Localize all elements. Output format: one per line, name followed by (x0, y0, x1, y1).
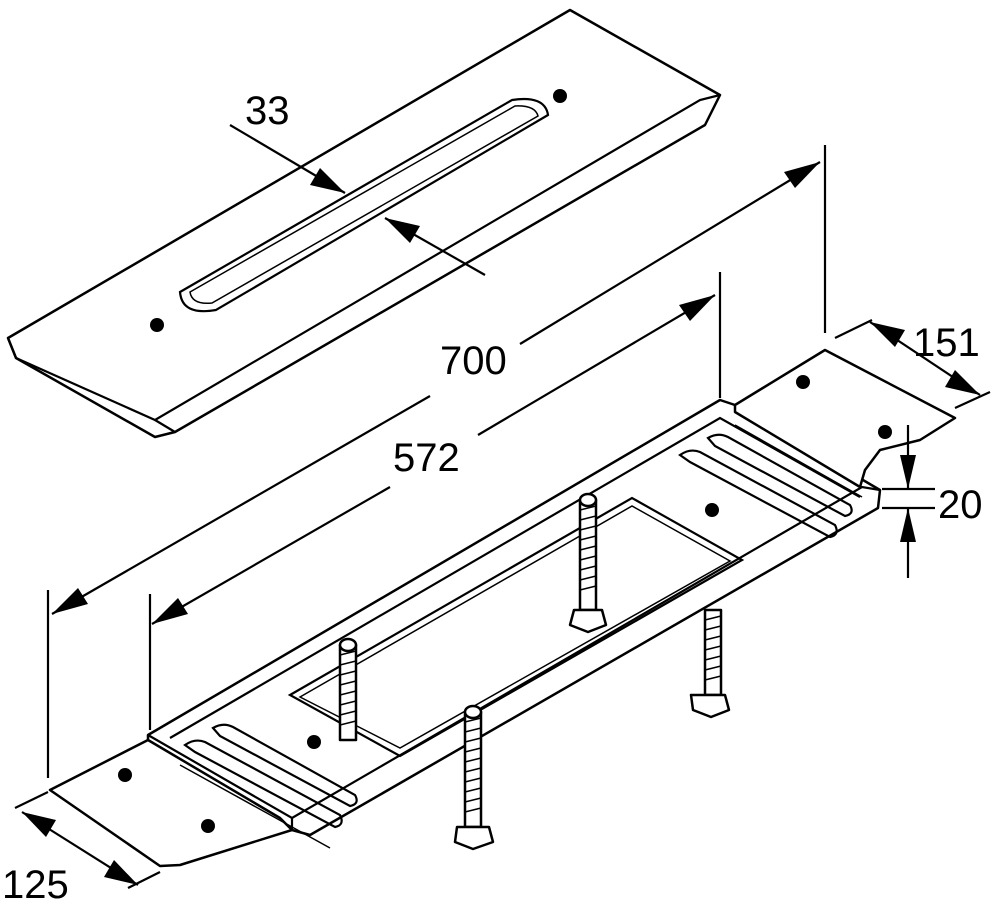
base-frame (48, 348, 957, 868)
mount-hole-icon (878, 425, 892, 439)
bolt-icon (689, 608, 731, 719)
dimension-inner-length: 572 (393, 436, 460, 480)
mount-hole-icon (150, 318, 164, 332)
mount-hole-icon (553, 89, 567, 103)
threaded-rods (338, 492, 731, 851)
mount-hole-icon (796, 375, 810, 389)
dimension-left-width: 125 (2, 863, 69, 904)
dimension-height: 20 (938, 483, 983, 527)
bolt-icon (453, 704, 495, 851)
mount-hole-icon (307, 735, 321, 749)
dimension-overall-length: 700 (440, 339, 507, 383)
mount-hole-icon (201, 819, 215, 833)
mount-hole-icon (118, 768, 132, 782)
dimension-lines (14, 124, 991, 889)
dimension-right-width: 151 (913, 321, 980, 365)
mount-hole-icon (705, 503, 719, 517)
dimension-slot-width: 33 (245, 89, 290, 133)
bolt-icon (568, 492, 608, 634)
bolt-icon (338, 637, 358, 742)
cover-plate (6, 8, 722, 439)
